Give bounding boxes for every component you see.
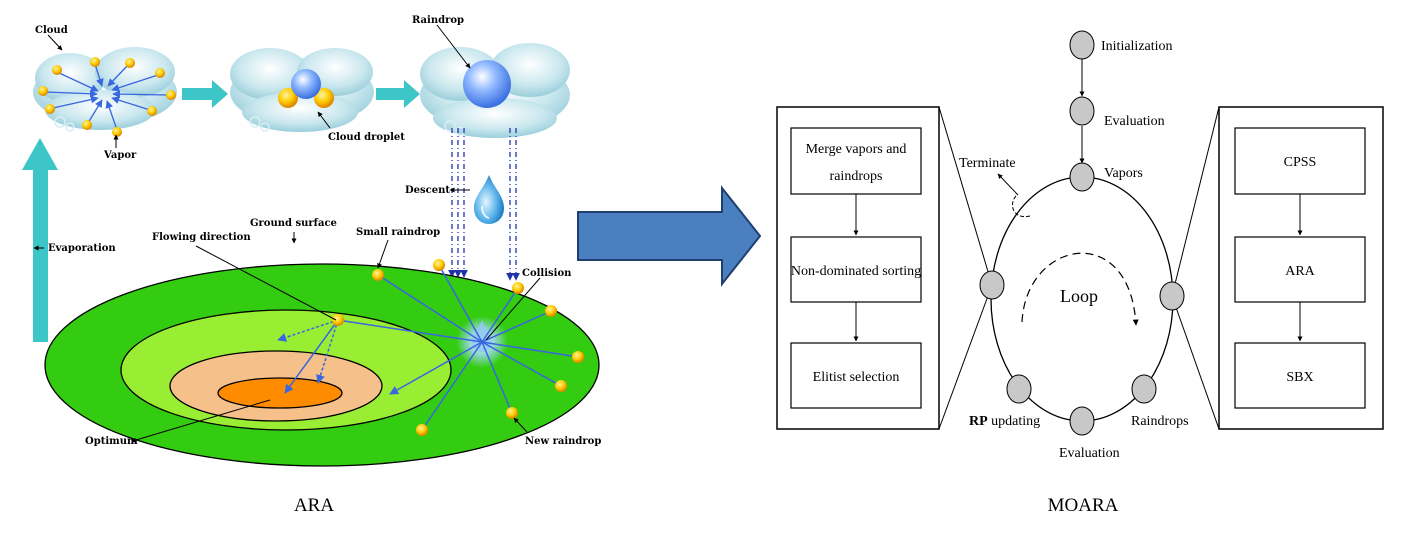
evaporation-arrow: [22, 138, 58, 342]
box-cpss: [1234, 127, 1366, 195]
node-vapors: [1069, 162, 1095, 192]
label-rp-updating: RP updating: [969, 414, 1040, 429]
label-updating: updating: [988, 414, 1041, 429]
label-terminate: Terminate: [959, 156, 1016, 171]
box-sbx-label: SBX: [1286, 370, 1313, 385]
label-vapors: Vapors: [1104, 166, 1143, 181]
new-raindrop-rays: [343, 264, 579, 431]
label-collision: Collision: [522, 268, 572, 279]
box-sbx: [1234, 342, 1366, 409]
cloud-1: [33, 47, 177, 132]
label-evaluation-top: Evaluation: [1104, 114, 1165, 129]
flow-arrow-2: [376, 80, 420, 108]
label-cloud-droplet: Cloud droplet: [328, 132, 405, 143]
node-evaluation-bottom: [1069, 406, 1095, 436]
label-optimum: Optimum: [85, 436, 138, 447]
raindrop-ball: [463, 60, 511, 108]
caption-moara: MOARA: [1048, 495, 1119, 516]
box-merge-line1: Merge vapors and: [806, 142, 907, 157]
water-drop-icon: [474, 175, 504, 224]
moara-diagram: Merge vapors and raindrops Non-dominated…: [776, 30, 1384, 516]
label-descent: Descent: [405, 185, 450, 196]
cloud-droplet: [278, 69, 334, 108]
label-raindrop: Raindrop: [412, 15, 464, 26]
label-initialization: Initialization: [1101, 39, 1173, 54]
terminate-marker: [997, 173, 1031, 218]
left-panel: [776, 106, 940, 430]
label-vapor: Vapor: [103, 150, 137, 161]
flow-arrow-1: [182, 80, 228, 108]
node-left: [979, 270, 1005, 300]
vapor-arrows: [44, 63, 169, 131]
label-cloud: Cloud: [35, 25, 68, 36]
label-small-raindrop: Small raindrop: [356, 227, 440, 238]
node-rp-updating: [1006, 374, 1032, 404]
node-raindrops: [1131, 374, 1157, 404]
panel-connectors: [938, 106, 1220, 430]
vapor-dots: [38, 57, 176, 137]
box-ara: [1234, 236, 1366, 303]
ground-surface: [44, 263, 600, 467]
label-rp: RP: [969, 414, 988, 429]
descent-lines: [448, 128, 520, 281]
loop-arrow: [1021, 252, 1139, 326]
node-right: [1159, 281, 1185, 311]
transition-arrow: [577, 185, 762, 287]
raindrop-dots: [332, 259, 584, 436]
annotation-leaders: [33, 24, 541, 443]
label-evaporation: Evaporation: [48, 243, 116, 254]
box-cpss-label: CPSS: [1284, 155, 1317, 170]
flow-vectors: [277, 319, 339, 394]
box-nondominated-label: Non-dominated sorting: [791, 264, 921, 279]
node-evaluation-top: [1069, 96, 1095, 126]
label-raindrops: Raindrops: [1131, 414, 1189, 429]
box-elitist-label: Elitist selection: [813, 370, 900, 385]
ara-diagram: Cloud Vapor Cloud droplet Raindrop Desce…: [22, 15, 601, 516]
label-new-raindrop: New raindrop: [525, 436, 601, 447]
label-evaluation-bottom: Evaluation: [1059, 446, 1120, 461]
box-elitist: [790, 342, 922, 409]
loop-nodes: [979, 30, 1185, 436]
label-flowing-direction: Flowing direction: [152, 232, 251, 243]
right-panel: [1218, 106, 1384, 430]
box-merge-line2: raindrops: [830, 169, 883, 184]
box-merge: [790, 127, 922, 195]
box-ara-label: ARA: [1285, 264, 1315, 279]
label-ground-surface: Ground surface: [250, 218, 337, 229]
caption-ara: ARA: [294, 495, 334, 516]
node-initialization: [1069, 30, 1095, 60]
label-loop: Loop: [1060, 286, 1098, 306]
